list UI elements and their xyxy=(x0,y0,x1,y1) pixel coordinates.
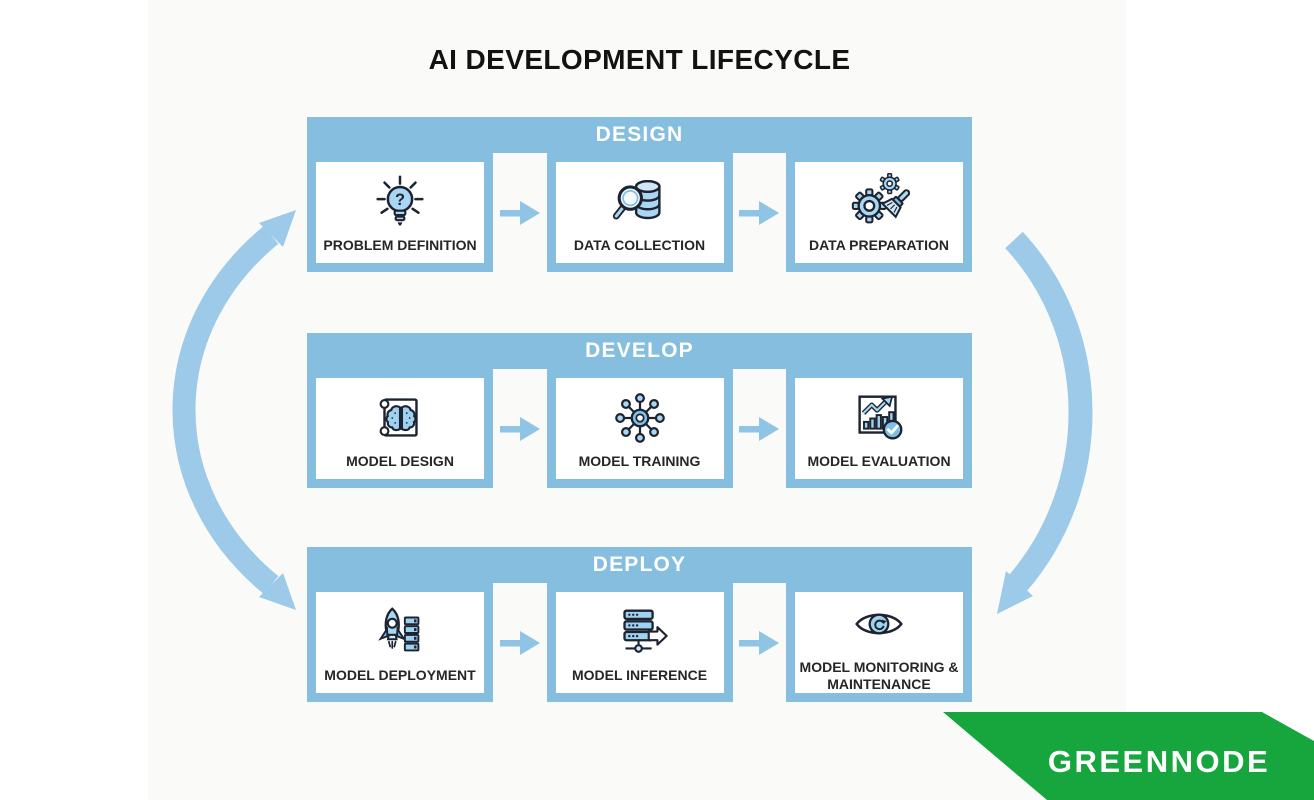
step-label: DATA PREPARATION xyxy=(809,237,949,254)
step-model-monitoring-maintenance: MODEL MONITORING & MAINTENANCE xyxy=(786,583,972,702)
step-arrow-cell xyxy=(493,583,547,702)
phase-header-develop: DEVELOP xyxy=(307,333,972,369)
step-model-evaluation: MODEL EVALUATION xyxy=(786,369,972,488)
step-problem-definition: ? PROBLEM DEFINITION xyxy=(307,153,493,272)
phase-deploy: DEPLOY MODEL DE xyxy=(307,547,972,702)
lightbulb-question-icon: ? xyxy=(376,175,424,226)
step-label: MODEL DESIGN xyxy=(346,453,454,470)
step-arrow-cell xyxy=(733,369,787,488)
step-label: MODEL MONITORING & MAINTENANCE xyxy=(799,658,959,692)
step-data-collection: DATA COLLECTION xyxy=(546,153,733,272)
right-arrow-icon xyxy=(739,630,780,655)
phase-header-design: DESIGN xyxy=(307,117,972,153)
page-title: AI DEVELOPMENT LIFECYCLE xyxy=(428,44,851,75)
phase-design-steps: ? PROBLEM DEFINITION DA xyxy=(307,153,972,272)
step-model-inference: MODEL INFERENCE xyxy=(546,583,733,702)
step-label: MODEL DEPLOYMENT xyxy=(324,667,476,684)
step-arrow-cell xyxy=(733,583,787,702)
right-arrow-icon xyxy=(739,416,780,441)
eye-monitoring-icon xyxy=(855,613,903,635)
step-label: MODEL EVALUATION xyxy=(807,453,951,470)
step-arrow-cell xyxy=(733,153,787,272)
right-arrow-icon xyxy=(499,416,540,441)
rocket-servers-icon xyxy=(378,607,420,652)
step-model-design: MODEL DESIGN xyxy=(307,369,493,488)
right-arrow-icon xyxy=(499,630,540,655)
phase-header-deploy: DEPLOY xyxy=(307,547,972,583)
brand-logo: GREENNODE xyxy=(1047,744,1271,779)
magnifier-database-icon xyxy=(612,180,661,220)
step-arrow-cell xyxy=(493,369,547,488)
phase-develop-steps: MODEL DESIGN xyxy=(307,369,972,488)
servers-arrow-icon xyxy=(622,609,668,654)
brand-banner xyxy=(943,712,1314,800)
step-label: MODEL TRAINING xyxy=(578,453,701,470)
network-hub-icon xyxy=(614,393,665,444)
step-data-preparation: DATA PREPARATION xyxy=(786,153,972,272)
step-label: DATA COLLECTION xyxy=(573,237,706,254)
phase-design: DESIGN ? PROBLEM DEFINITION xyxy=(307,117,972,272)
step-arrow-cell xyxy=(493,153,547,272)
step-label: MODEL INFERENCE xyxy=(571,667,708,684)
right-arrow-icon xyxy=(739,200,780,225)
scroll-brain-icon xyxy=(379,398,418,437)
chart-checkmark-icon xyxy=(858,395,903,440)
right-arrow-icon xyxy=(499,200,540,225)
step-label: PROBLEM DEFINITION xyxy=(323,237,477,254)
step-model-training: MODEL TRAINING xyxy=(546,369,733,488)
phase-deploy-steps: MODEL DEPLOYMENT xyxy=(307,583,972,702)
gears-brush-icon xyxy=(851,173,910,224)
phase-develop: DEVELOP MODEL DESIGN xyxy=(307,333,972,488)
svg-text:?: ? xyxy=(395,191,405,209)
step-model-deployment: MODEL DEPLOYMENT xyxy=(307,583,493,702)
